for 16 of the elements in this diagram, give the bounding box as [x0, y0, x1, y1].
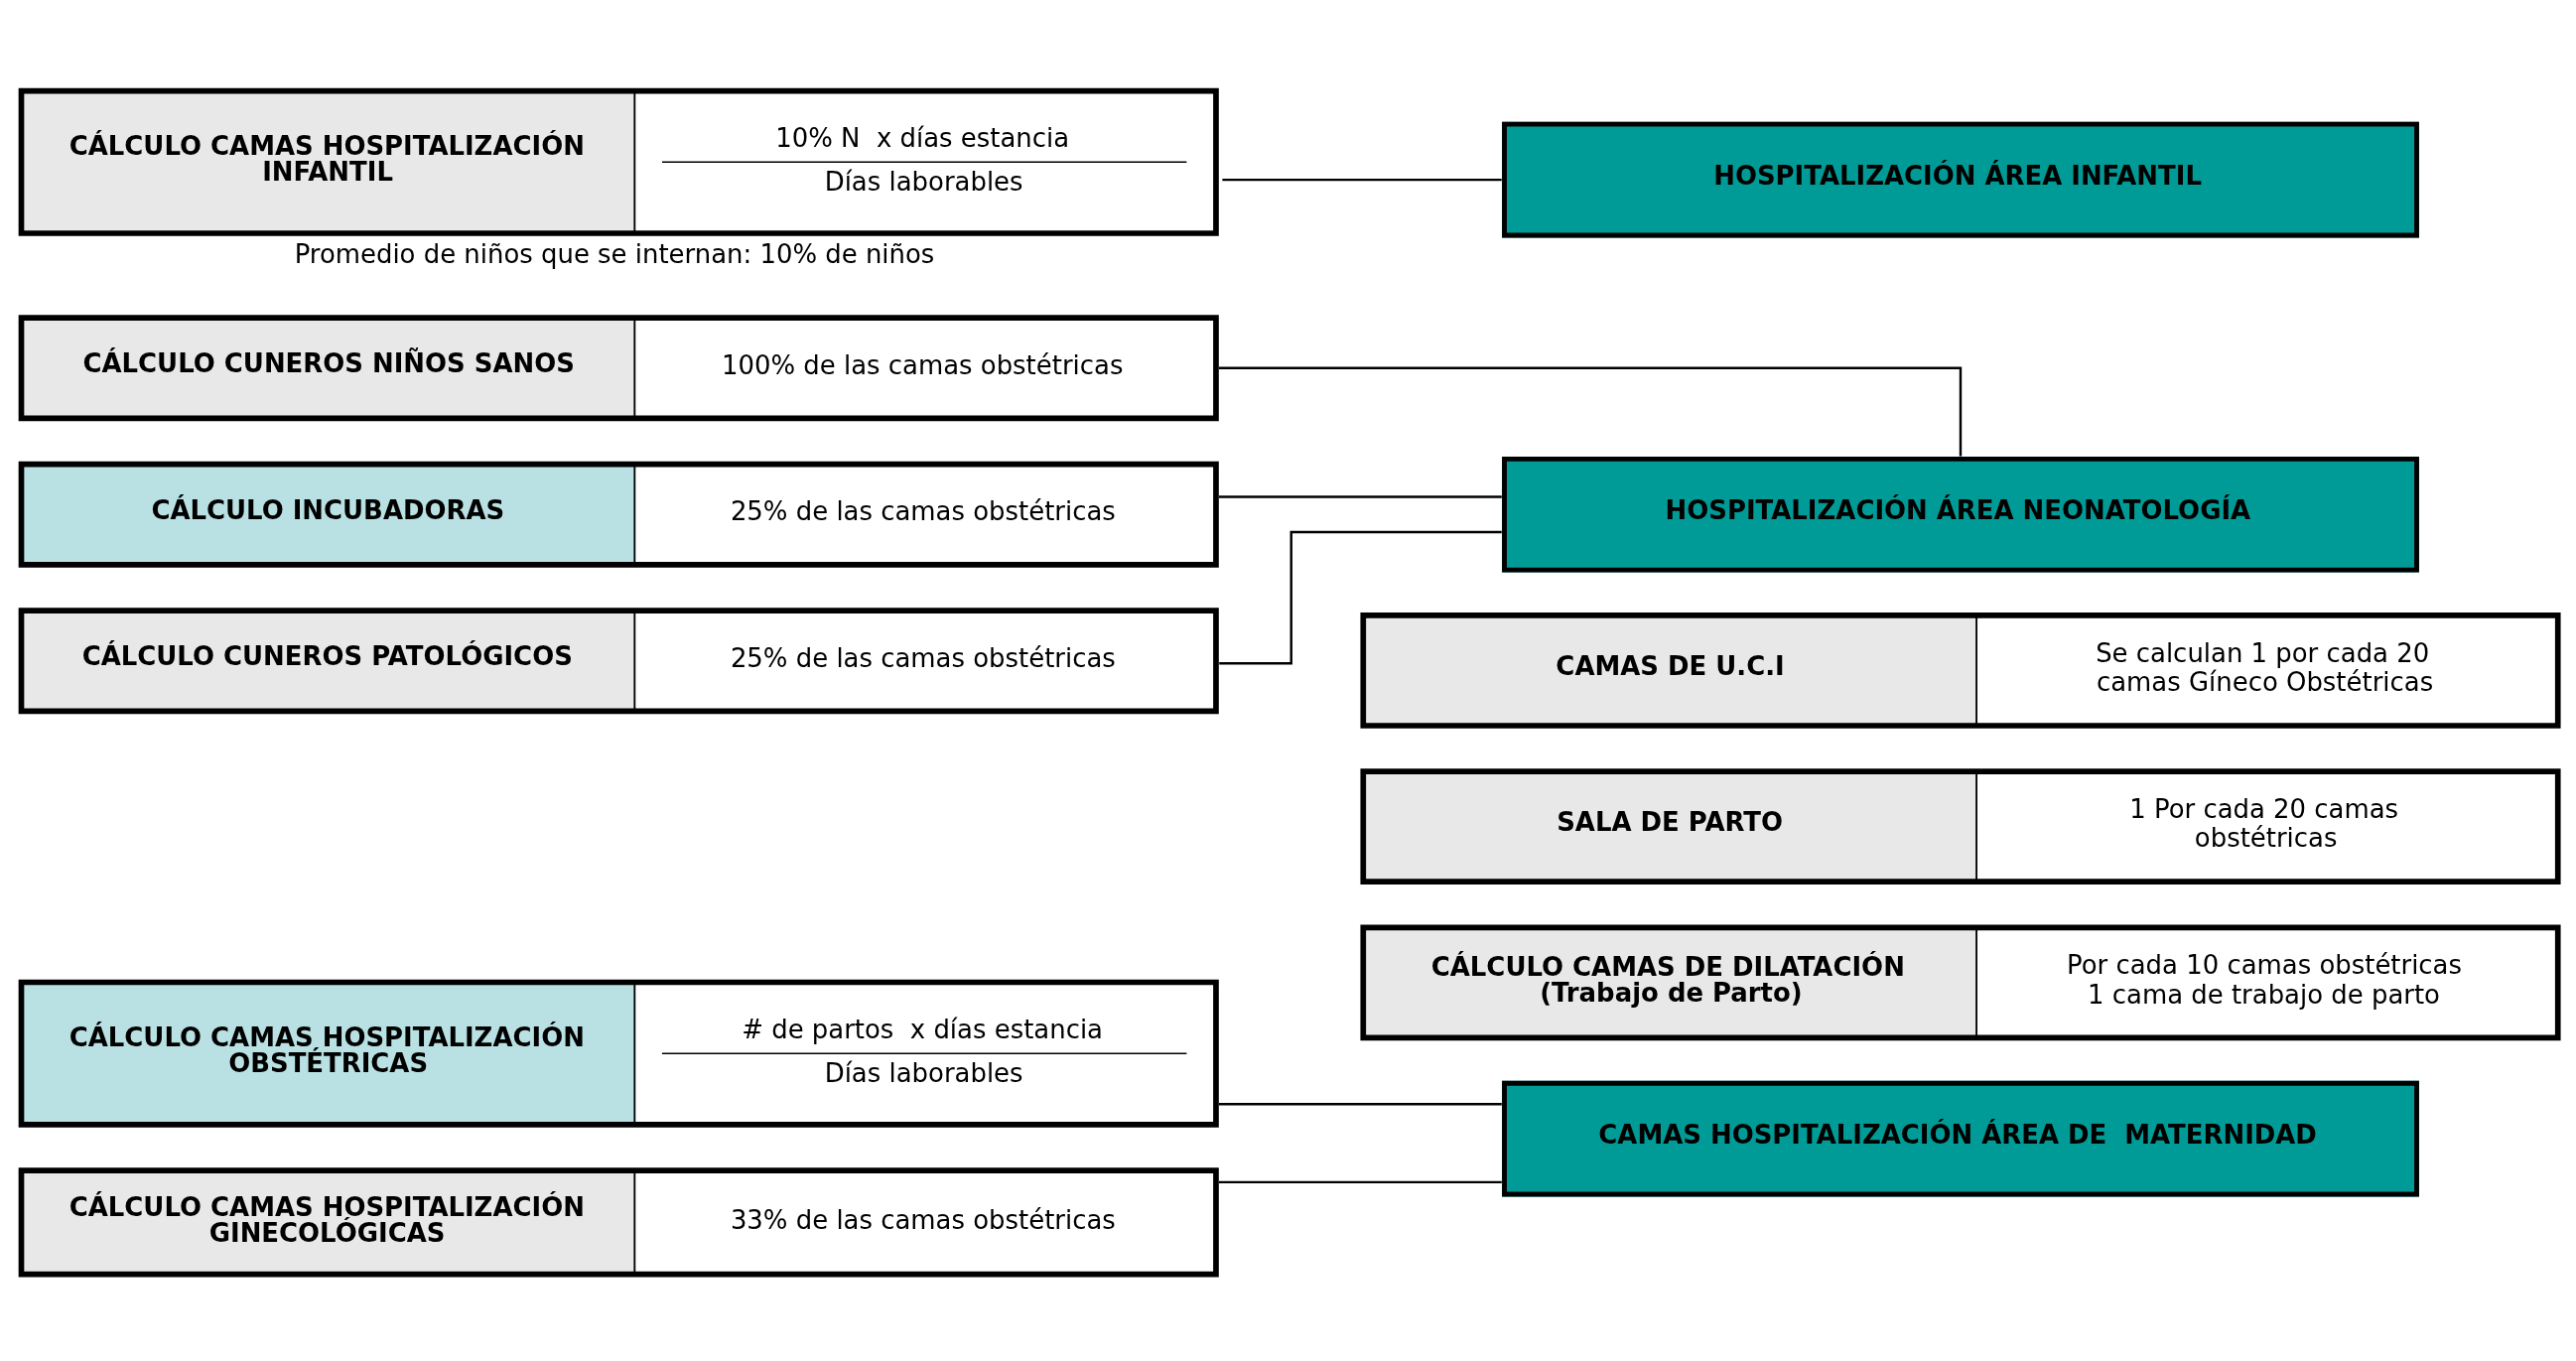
- node-box: CÁLCULO CAMAS HOSPITALIZACIÓN INFANTIL 10% N x días estancia Días laborables: [18, 87, 1219, 236]
- node-box: SALA DE PARTO 1 Por cada 20 camas obstétricas: [1360, 767, 2561, 885]
- node-box: CÁLCULO CUNEROS PATOLÓGICOS 25% de las camas obstétricas: [18, 607, 1219, 714]
- node-box: CÁLCULO INCUBADORAS 25% de las camas obstétricas: [18, 461, 1219, 568]
- connector: [1218, 1180, 1502, 1183]
- node-box: CÁLCULO CUNEROS NIÑOS SANOS 100% de las camas obstétricas: [18, 314, 1219, 421]
- node-label: Promedio de niños que se internan: 10% de niños: [294, 238, 935, 269]
- connector: [1222, 178, 1502, 181]
- node-box: CÁLCULO CAMAS DE DILATACIÓN (Trabajo de Parto) Por cada 10 camas obstétricas 1 cama de trabajo de parto: [1360, 924, 2561, 1040]
- connector: [1218, 366, 1963, 456]
- connector: [1219, 530, 1502, 664]
- node-box: CÁLCULO CAMAS HOSPITALIZACIÓN OBSTÉTRICAS # de partos x días estancia Días laborables: [18, 979, 1219, 1128]
- node-box: CÁLCULO CAMAS HOSPITALIZACIÓN GINECOLÓGICAS 33% de las camas obstétricas: [18, 1166, 1219, 1277]
- node-box: CAMAS DE U.C.I Se calculan 1 por cada 20 camas Gíneco Obstétricas: [1360, 612, 2561, 729]
- connector: [1218, 1102, 1502, 1105]
- connector: [1218, 494, 1502, 498]
